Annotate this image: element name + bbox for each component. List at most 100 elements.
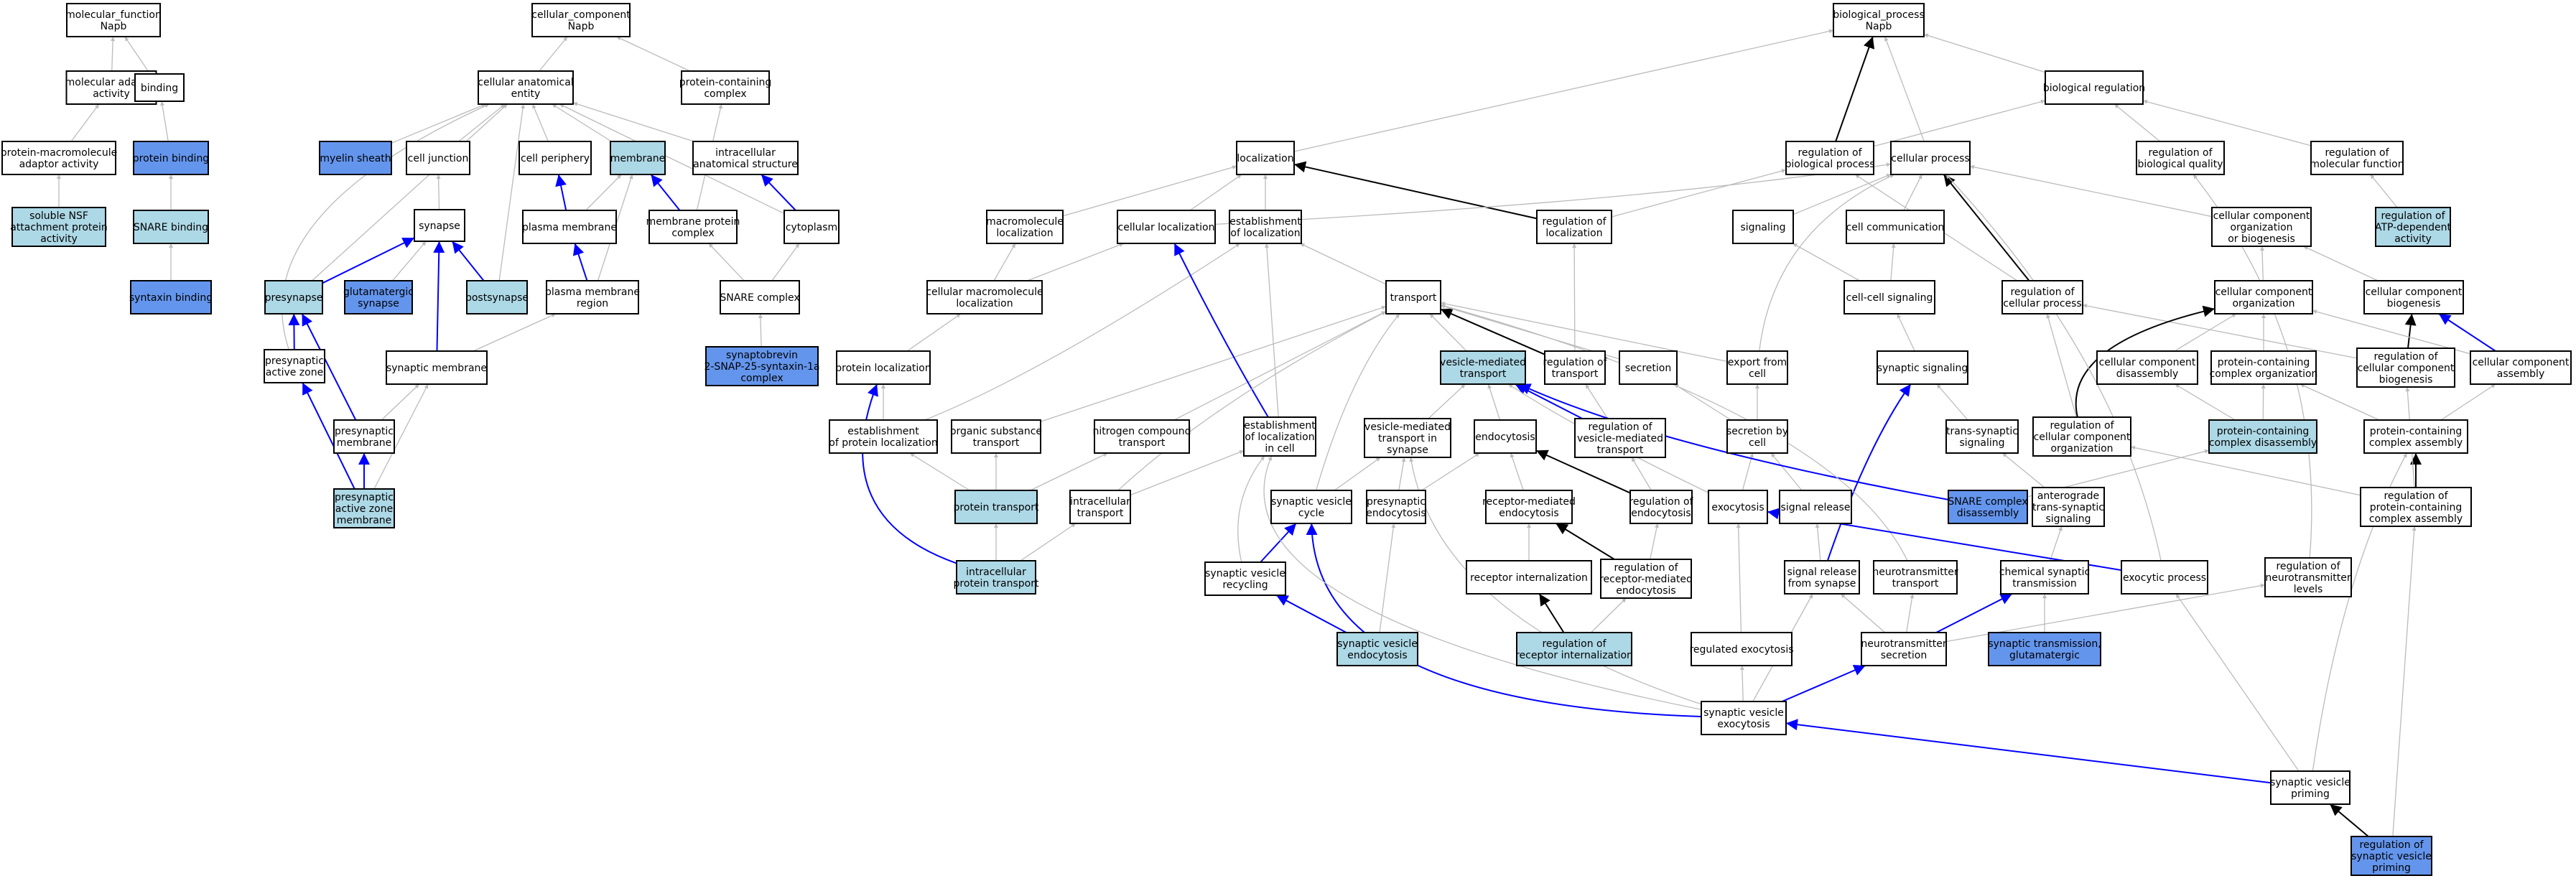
node-synapse[interactable]: synapse: [414, 209, 465, 242]
node-bioreg[interactable]: biological regulation: [2043, 70, 2145, 105]
node-cellproc[interactable]: cellular process: [1890, 141, 1971, 175]
node-exocyticproc[interactable]: exocytic process: [2121, 560, 2208, 595]
node-plasmamem[interactable]: plasma membrane: [522, 210, 617, 244]
node-celljunc[interactable]: cell junction: [406, 141, 470, 175]
node-myelin[interactable]: myelin sheath: [319, 141, 392, 175]
node-regexo[interactable]: regulated exocytosis: [1689, 632, 1794, 666]
node-snarecx[interactable]: SNARE complex: [720, 280, 800, 314]
node-endocytosis[interactable]: endocytosis: [1474, 419, 1537, 454]
node-cellsig[interactable]: cell-cell signaling: [1843, 280, 1935, 314]
node-cellcomm[interactable]: cell communication: [1846, 210, 1945, 244]
node-synsig[interactable]: synaptic signaling: [1877, 350, 1968, 385]
node-prottransport[interactable]: protein transport: [954, 490, 1039, 524]
node-cellloc[interactable]: cellular localization: [1117, 210, 1216, 244]
node-snarebind[interactable]: SNARE binding: [133, 210, 209, 244]
node-synmem[interactable]: synaptic membrane: [386, 350, 488, 385]
node-signaling[interactable]: signaling: [1732, 210, 1794, 244]
node-cellperiph[interactable]: cell periphery: [519, 141, 592, 175]
node-synaptob[interactable]: synaptobrevin2-SNAP-25-syntaxin-1acomple…: [704, 346, 820, 386]
node-transport[interactable]: transport: [1385, 280, 1441, 314]
node-syntaxbind[interactable]: syntaxin binding: [129, 280, 213, 314]
node-regrecmedendo[interactable]: regulation ofreceptor-mediatedendocytosi…: [1599, 559, 1693, 599]
node-cytoplasm[interactable]: cytoplasm: [784, 210, 840, 244]
node-protbinding[interactable]: protein binding: [133, 141, 209, 175]
node-synglut[interactable]: synaptic transmission,glutamatergic: [1988, 632, 2101, 666]
node-secretion[interactable]: secretion: [1619, 350, 1678, 385]
node-binding[interactable]: binding: [134, 73, 185, 102]
node-recintern[interactable]: receptor internalization: [1466, 560, 1592, 595]
node-localization[interactable]: localization: [1236, 141, 1295, 175]
node-exocytosis[interactable]: exocytosis: [1708, 490, 1768, 524]
node-postsynapse[interactable]: postsynapse: [465, 280, 529, 314]
node-membrane[interactable]: membrane: [610, 141, 666, 175]
node-presynapse[interactable]: presynapse: [264, 280, 323, 314]
node-protloc[interactable]: protein localization: [835, 350, 931, 385]
node-sigrelease[interactable]: signal release: [1779, 490, 1852, 524]
